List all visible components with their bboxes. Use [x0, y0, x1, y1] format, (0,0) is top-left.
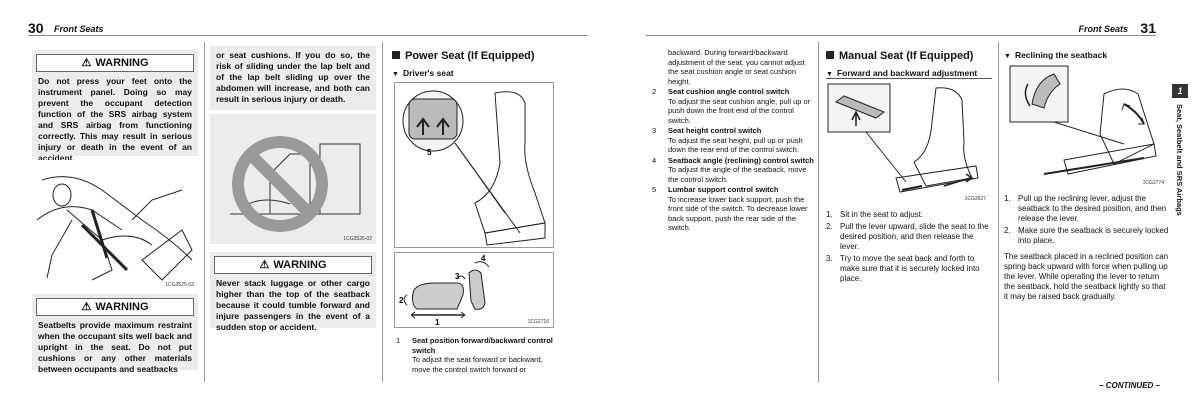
- triangle-bullet-icon: ▼: [826, 71, 833, 78]
- figure-power-seat: 5: [394, 82, 554, 248]
- reclining-illustration: [1009, 65, 1157, 175]
- triangle-bullet-icon: ▼: [392, 71, 399, 78]
- chapter-tab: 1: [1172, 84, 1188, 98]
- figure-code: 1CG3525-03: [165, 282, 194, 288]
- item-continued-text: backward. During forward/backward adjust…: [668, 48, 805, 86]
- continued-label: – CONTINUED –: [1099, 381, 1160, 390]
- list-item: 2 Seat cushion angle control switch To a…: [652, 87, 811, 125]
- manual-seat-steps: 1.Sit in the seat to adjust. 2.Pull the …: [826, 210, 992, 286]
- manual-seat-heading: Manual Seat (If Equipped): [826, 50, 973, 62]
- list-item: 1.Sit in the seat to adjust.: [826, 210, 924, 219]
- reclining-paragraph: The seatback placed in a reclined positi…: [1004, 252, 1169, 301]
- warning-header: ⚠WARNING: [214, 256, 372, 274]
- reclining-subheading: ▼Reclining the seatback: [1004, 50, 1108, 60]
- figure-callout-3: 3: [455, 272, 460, 281]
- figure-callout-4: 4: [481, 254, 486, 263]
- triangle-bullet-icon: ▼: [1004, 53, 1011, 60]
- figure-callout-label: 5: [427, 148, 432, 157]
- list-item: 3 Seat height control switch To adjust t…: [652, 126, 803, 154]
- figure-callout-2: 2: [399, 296, 404, 305]
- power-seat-illustration: 5: [402, 90, 546, 246]
- figure-reclining: 1CG2774: [1004, 64, 1168, 188]
- warning-text: Do not press your feet onto the instrume…: [38, 76, 192, 163]
- figure-code: 1CG3526-02: [343, 236, 372, 242]
- reclining-steps: 1.Pull up the reclining lever, adjust th…: [1004, 194, 1170, 248]
- list-item: 5 Lumbar support control switch To incre…: [652, 185, 808, 232]
- chapter-tab-label: Seat, Seatbelt and SRS Airbags: [1175, 104, 1184, 216]
- figure-code: 1CG3527: [964, 196, 986, 202]
- warning-box-feet: ⚠WARNING Do not press your feet onto the…: [32, 50, 198, 163]
- page-section-title: Front Seats: [1078, 24, 1128, 34]
- page-section-title: Front Seats: [54, 24, 104, 34]
- page-header: 30 Front Seats: [28, 20, 588, 36]
- warning-continued-text: or seat cushions. If you do so, the risk…: [216, 50, 370, 104]
- no-cushion-illustration: [230, 136, 361, 232]
- warning-header: ⚠WARNING: [36, 54, 194, 72]
- warning-text: Never stack luggage or other cargo highe…: [216, 278, 370, 332]
- figure-code: 1CG2774: [1142, 180, 1164, 186]
- power-switches-illustration: 1 2 3 4: [399, 254, 490, 327]
- list-item: 3.Try to move the seat back and forth to…: [826, 254, 980, 283]
- column-divider: [382, 42, 383, 382]
- power-seat-heading: Power Seat (If Equipped): [392, 50, 535, 62]
- list-item: 2.Make sure the seatback is securely loc…: [1004, 226, 1169, 245]
- figure-power-switches: 1 2 3 4 1CG2716: [394, 252, 554, 328]
- warning-text: Seatbelts provide maximum restraint when…: [38, 320, 192, 374]
- figure-manual-seat: 1CG3527: [826, 82, 990, 204]
- figure-feet-on-panel: 1CG3525-03: [32, 160, 198, 290]
- figure-callout-1: 1: [435, 318, 440, 327]
- list-item: 2.Pull the lever upward, slide the seat …: [826, 222, 989, 251]
- square-bullet-icon: [826, 51, 834, 59]
- column-divider: [204, 42, 205, 382]
- square-bullet-icon: [392, 51, 400, 59]
- list-item: 1 Seat position forward/backward control…: [396, 336, 553, 374]
- drivers-seat-subheading: ▼Driver's seat: [392, 68, 454, 78]
- warning-triangle-icon: ⚠: [81, 301, 92, 313]
- warning-header: ⚠WARNING: [36, 298, 194, 316]
- page-number: 30: [28, 20, 44, 36]
- list-item: 4 Seatback angle (reclining) control swi…: [652, 155, 814, 184]
- page-header: Front Seats 31: [646, 20, 1156, 36]
- left-page: 30 Front Seats: [28, 20, 588, 36]
- figure-no-cushion: 1CG3526-02: [210, 114, 376, 244]
- warning-box-luggage: ⚠WARNING Never stack luggage or other ca…: [210, 252, 376, 332]
- power-seat-items-left: 1 Seat position forward/backward control…: [390, 336, 556, 375]
- warning-triangle-icon: ⚠: [259, 259, 270, 271]
- right-page: Front Seats 31: [600, 0, 1200, 402]
- page-number: 31: [1140, 20, 1156, 36]
- column-divider: [818, 42, 819, 382]
- fwd-bwd-subheading: ▼Forward and backward adjustment: [826, 68, 992, 79]
- warning-triangle-icon: ⚠: [81, 57, 92, 69]
- occupant-feet-illustration: [36, 176, 193, 281]
- column-divider: [998, 42, 999, 382]
- warning-box-seatbelt: ⚠WARNING Seatbelts provide maximum restr…: [32, 294, 198, 374]
- figure-code: 1CG2716: [527, 319, 549, 325]
- power-seat-items-right: backward. During forward/backward adjust…: [646, 48, 814, 234]
- list-item: 1.Pull up the reclining lever, adjust th…: [1004, 194, 1167, 223]
- manual-seat-illustration: [827, 83, 979, 193]
- warning-continued-box: or seat cushions. If you do so, the risk…: [210, 46, 376, 110]
